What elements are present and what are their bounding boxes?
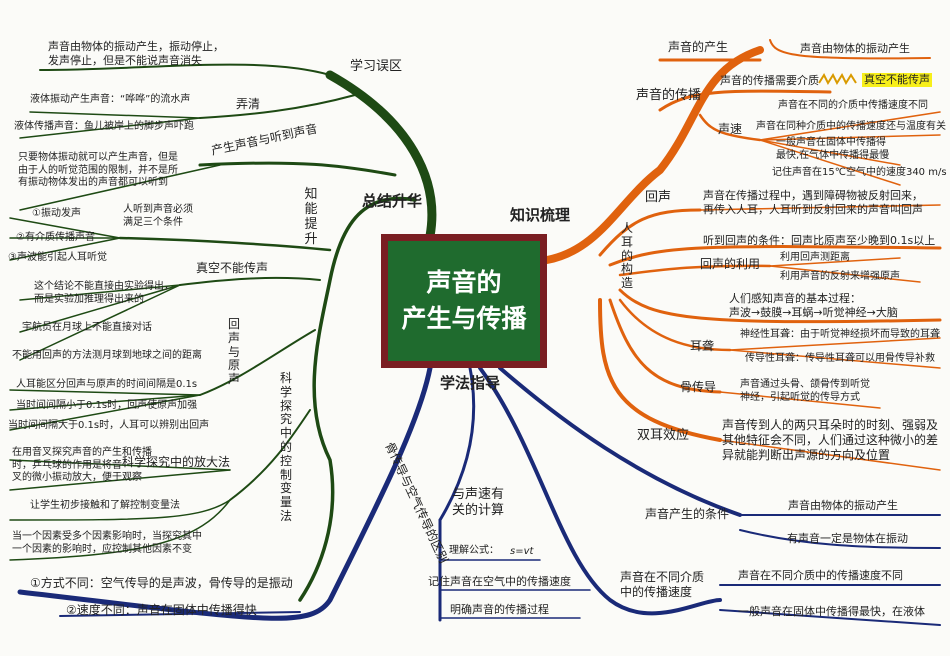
vacuum-note: 这个结论不能直接由实验得出， 而是实验加推理得出来的: [34, 281, 174, 305]
interval-less: 当时间间隔小于0.1s时，回声使原声加强: [16, 400, 198, 411]
hearing-process: 人们感知声音的基本过程： 声波→鼓膜→耳蜗→听觉神经→大脑: [729, 292, 898, 319]
vibrate-note: 只要物体振动就可以产生声音，但是 由于人的听觉范围的限制，并不是所 有振动物体发…: [18, 152, 178, 188]
formula-label: 理解公式：: [449, 545, 499, 556]
origin-detail: 声音由物体的振动产生: [800, 42, 910, 55]
liquid-transmit: 液体传播声音：鱼儿被岸上的脚步声吓跑: [14, 121, 194, 132]
media-speed-b: 一般声音在固体中传播得最快，在液体: [738, 605, 925, 618]
difference-2: ②速度不同：声音在固体中传播得快: [66, 603, 257, 617]
deafness-nerve: 神经性耳聋：由于听觉神经损坏而导致的耳聋: [740, 329, 940, 340]
knowledge-branch-line: [543, 46, 764, 264]
summary-branch-line: [325, 70, 437, 241]
center-board: 声音的 产生与传播: [388, 241, 540, 361]
sound-condition-b: 有声音一定是物体在振动: [787, 532, 908, 545]
echo-use-2: 利用声音的反射来增强原声: [780, 271, 900, 282]
need-medium: 声音的传播需要介质: [720, 74, 819, 87]
deafness-conductive: 传导性耳聋：传导性耳聋可以用骨传导补救: [745, 353, 935, 364]
control-intro: 让学生初步接触和了解控制变量法: [30, 500, 180, 511]
binaural-detail: 声音传到人的两只耳朵时的时刻、强弱及 其他特征会不同，人们通过这种微小的差 异就…: [722, 418, 939, 462]
echo-use-1: 利用回声测距离: [780, 252, 850, 263]
echo-definition: 声音在传播过程中，遇到障碍物被反射回来， 再传入人耳，人耳听到反射回来的声音叫回…: [703, 189, 923, 216]
deafness-label: 耳聋: [690, 339, 715, 353]
propagation-label: 声音的传播: [636, 88, 702, 103]
condition-2: ②有介质传播声音: [16, 232, 95, 243]
mistake-note: 声音由物体的振动产生，振动停止， 发声停止，但是不能说声音消失: [48, 40, 224, 67]
sound-condition-a: 声音由物体的振动产生: [788, 499, 898, 512]
ear-interval: 人耳能区分回声与原声的时间间隔是0.1s: [16, 379, 198, 390]
amplify-note: 在用音叉探究声音的产生和传播 时，乒乓球的作用是将音 叉的微小振动放大，便于观察: [12, 447, 152, 483]
knowledge-branch-label: 知识梳理: [510, 206, 571, 224]
speed-temperature: 声音在同种介质中的传播速度还与温度有关: [756, 121, 946, 132]
liquid-sound: 液体振动产生声音：“哗哗”的流水声: [30, 94, 191, 105]
media-speed-label: 声音在不同介质 中的传播速度: [620, 570, 705, 599]
remember-air-speed: 记住声音在空气中的传播速度: [428, 575, 571, 588]
sound-condition-label: 声音产生的条件: [645, 507, 730, 521]
method-branch-label: 学法指导: [440, 374, 501, 392]
center-topic: 声音的 产生与传播: [381, 234, 547, 368]
center-title: 声音的 产生与传播: [401, 267, 527, 333]
air-speed: 记住声音在15℃空气中的速度340 m/s: [772, 167, 947, 178]
difference-1: ①方式不同：空气传导的是声波，骨传导的是振动: [30, 576, 293, 590]
astronaut-note: 宇航员在月球上不能直接对话: [22, 322, 152, 333]
echo-vs-original-label: 回声与原声: [227, 317, 240, 387]
mistakes-label: 学习误区: [350, 59, 403, 74]
amplify-label: 科学探究中的放大法: [122, 455, 231, 469]
speed-label: 声速: [718, 122, 743, 136]
condition-1: ①振动发声: [32, 208, 81, 219]
lightning-icon: [818, 72, 857, 86]
origin-label: 声音的产生: [668, 40, 729, 54]
summary-branch-label: 总结升华: [362, 192, 423, 210]
control-variable-label: 科学探究中的控制变量法: [279, 371, 292, 523]
ear-structure-label: 人耳的构造: [620, 221, 633, 291]
propagation-process: 明确声音的传播过程: [450, 603, 549, 616]
media-speed-a: 声音在不同介质中的传播速度不同: [738, 569, 903, 582]
condition-3: ③声波能引起人耳听觉: [8, 252, 107, 263]
three-conditions: 人听到声音必须 满足三个条件: [123, 204, 193, 228]
control-note: 当一个因素受多个因素影响时，当探究其中 一个因素的影响时，应控制其他因素不变: [12, 531, 202, 555]
solid-fastest: 一般声音在固体中传播得 最快,在气体中传播得最慢: [776, 137, 890, 161]
echo-condition: 听到回声的条件：回声比原声至少晚到0.1s以上: [703, 234, 936, 247]
clarify-label: 弄清: [236, 97, 261, 111]
echo-label: 回声: [645, 190, 672, 205]
binaural-label: 双耳效应: [637, 428, 690, 443]
echo-distance-note: 不能用回声的方法测月球到地球之间的距离: [12, 350, 202, 361]
bone-conduction-label: 骨传导: [680, 380, 717, 394]
speed-calc-label: 与声速有 关的计算: [452, 487, 505, 519]
ability-label: 知能提升: [304, 187, 318, 247]
method-branch-line: [17, 365, 433, 621]
echo-use-label: 回声的利用: [700, 257, 761, 271]
formula: s=vt: [510, 546, 534, 557]
vacuum-label: 真空不能传声: [196, 261, 269, 275]
bone-conduction-detail: 声音通过头骨、颌骨传到听觉 神经，引起听觉的传导方式: [740, 379, 870, 403]
interval-greater: 当时间间隔大于0.1s时，人耳可以辨别出回声: [8, 420, 210, 431]
speed-different-media: 声音在不同的介质中传播速度不同: [778, 100, 928, 111]
no-vacuum-highlight: 真空不能传声: [862, 73, 932, 87]
